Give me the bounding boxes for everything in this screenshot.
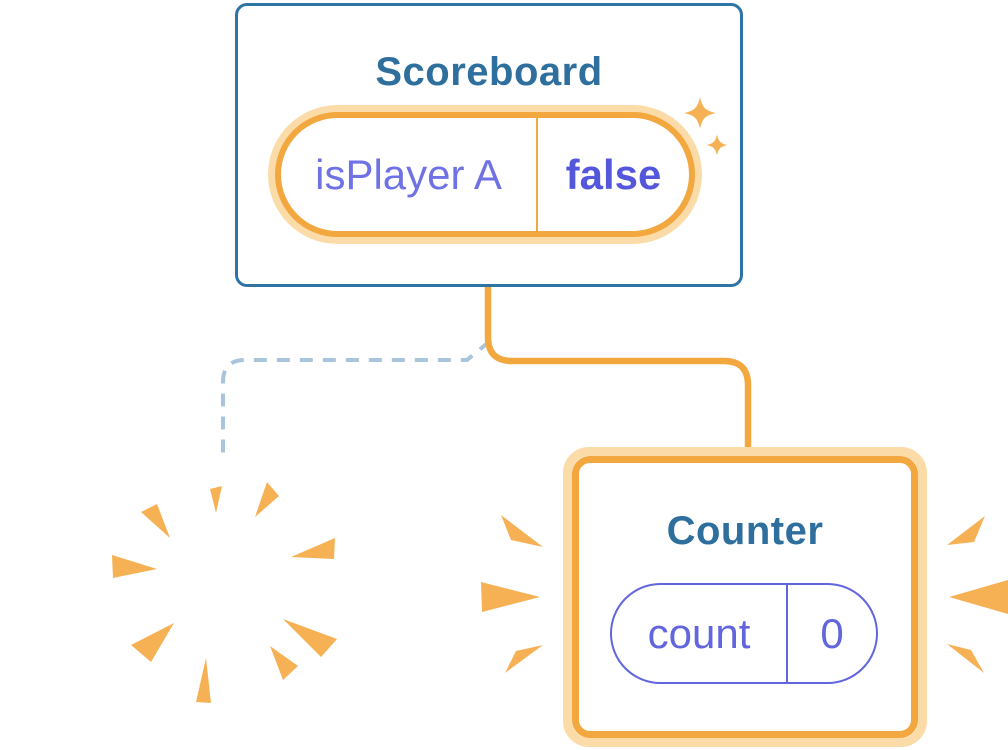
scoreboard-state-pill: isPlayer A false xyxy=(275,112,695,237)
state-name: count xyxy=(647,609,751,657)
state-value: false xyxy=(565,150,662,198)
counter-title: Counter xyxy=(666,509,824,553)
dashed-connector-to-removed-component xyxy=(221,339,492,456)
pill-divider xyxy=(786,585,788,682)
state-value: 0 xyxy=(820,609,844,657)
counter-component-border: Counter count 0 xyxy=(572,456,918,738)
state-name: isPlayer A xyxy=(315,150,502,198)
removed-component-card xyxy=(84,456,361,726)
scoreboard-component-card: Scoreboard isPlayer A false xyxy=(235,3,743,287)
counter-state-pill: count 0 xyxy=(610,583,878,684)
counter-component-card: Counter count 0 xyxy=(563,447,927,747)
solid-connector-to-counter xyxy=(484,284,752,458)
pill-divider xyxy=(536,118,538,231)
scoreboard-title: Scoreboard xyxy=(375,50,603,94)
